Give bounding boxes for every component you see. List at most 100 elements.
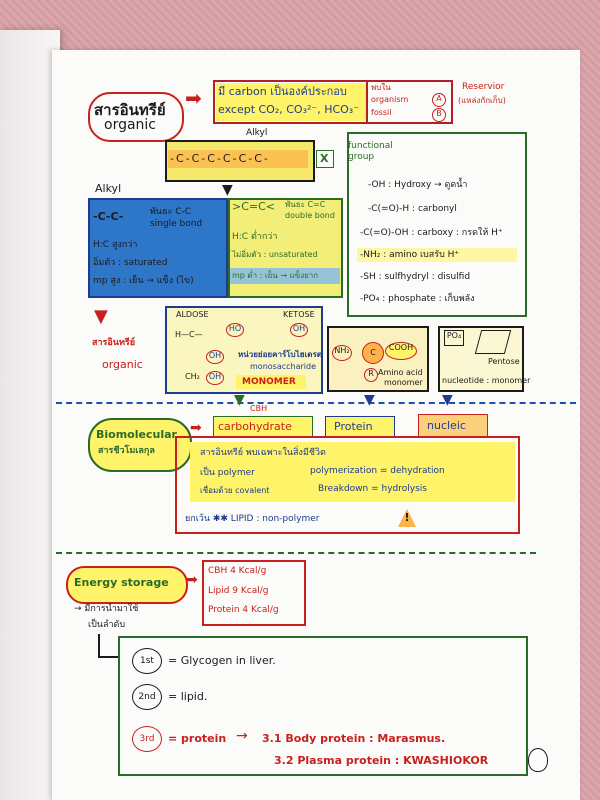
section-divider-2: [56, 552, 536, 554]
functional-group-title: functional group: [348, 141, 393, 162]
double-bond-ratio: H:C ต่ำกว่า: [232, 232, 278, 242]
double-bond-label1: พันธะ C=C: [285, 200, 326, 209]
nucleotide-label: nucleotide : monomer: [442, 376, 531, 385]
arrow-right-energy-icon: ➡: [186, 572, 198, 588]
organic-title-cloud: [88, 92, 184, 142]
source-label2: organism: [371, 95, 409, 104]
third-item: = protein: [168, 732, 227, 745]
double-bond-mp-highlight: [230, 268, 340, 284]
double-bond-unsaturated: ไม่อิ่มตัว : unsaturated: [232, 250, 318, 259]
nucleic-box: nucleic: [418, 414, 488, 438]
amino-label: Amino acid: [378, 368, 423, 377]
definition-line1: มี carbon เป็นองค์ประกอบ: [218, 85, 347, 98]
energy-lipid: Lipid 9 Kcal/g: [208, 586, 269, 596]
bio-line1: สารอินทรีย์ พบเฉพาะในสิ่งมีชีวิต: [200, 448, 326, 458]
energy-protein: Protein 4 Kcal/g: [208, 605, 279, 615]
arrow-down-nucleic-icon: ▼: [442, 392, 453, 408]
source-label1: พบใน: [371, 83, 391, 92]
protein-box: Protein: [325, 416, 395, 438]
pentose-ring-icon: [474, 330, 512, 354]
fg-item-4: -SH : sulfhydryl : disulfid: [360, 272, 471, 282]
section-divider-1: [56, 402, 576, 404]
monomer-highlight: [236, 375, 306, 389]
single-bond-box: [88, 198, 228, 298]
second-badge: 2nd: [132, 684, 162, 710]
arrow-right-bio-icon: ➡: [190, 420, 202, 436]
fg-item-5: -PO₄ : phosphate : เก็บพลัง: [360, 294, 475, 304]
marker-a: A: [432, 93, 446, 107]
first-item: = Glycogen in liver.: [168, 654, 276, 667]
down-arrow-icon: ▼: [222, 182, 233, 198]
bunny-doodle-icon: [528, 748, 548, 772]
energy-values-box: [202, 560, 306, 626]
arrow-down-carbohydrate-icon: ▼: [234, 392, 245, 408]
organic-title-en: organic: [104, 117, 157, 133]
bio-poly2: Breakdown = hydrolysis: [318, 484, 427, 494]
order-box: [118, 636, 528, 776]
bio-poly1: polymerization = dehydration: [310, 466, 445, 476]
single-bond-label1: พันธะ C-C: [150, 207, 192, 217]
arrow-right-third-icon: →: [236, 728, 248, 744]
cross-box: [316, 150, 334, 168]
amino-monomer: monomer: [384, 378, 423, 387]
organic-left-th: สารอินทรีย์: [92, 338, 135, 348]
cooh-circle: COOH: [385, 342, 417, 360]
definition-divider: [366, 82, 368, 122]
biomolecule-title-en: Biomolecular: [96, 428, 177, 441]
single-bond-label2: single bond: [150, 219, 203, 229]
reservoir-label: Reservior: [462, 82, 505, 92]
aldose-structure: H—C—: [175, 330, 203, 339]
first-badge: 1st: [132, 648, 162, 674]
third-badge: 3rd: [132, 726, 162, 752]
bio-line3: เชื่อมด้วย covalent: [200, 486, 270, 495]
double-bond-formula: >C=C<: [232, 200, 276, 213]
aldose-label: ALDOSE: [176, 310, 209, 319]
third-item-a: 3.1 Body protein : Marasmus.: [262, 732, 446, 745]
biomolecule-detail-box: [175, 436, 520, 534]
energy-note1: → มีการนำมาใช้: [74, 604, 139, 614]
biomolecule-detail-highlight: [190, 442, 515, 502]
pentose-label: Pentose: [488, 357, 520, 366]
organic-left-en: organic: [102, 358, 143, 371]
cbh-label: CBH: [250, 404, 268, 413]
energy-note2: เป็นลำดับ: [88, 620, 126, 630]
chain-highlight: [168, 150, 308, 168]
definition-line2: except CO₂, CO₃²⁻, HCO₃⁻: [218, 103, 360, 116]
bio-line2: เป็น polymer: [200, 468, 255, 478]
organic-title-th: สารอินทรีย์: [94, 101, 166, 119]
nucleotide-box: [438, 326, 524, 392]
source-label3: fossil: [371, 108, 392, 117]
fg-item-0: -OH : Hydroxy → ดูดน้ำ: [368, 180, 468, 190]
ho-circle: HO: [226, 323, 244, 337]
marker-b: B: [432, 108, 446, 122]
fg-item-2: -C(=O)-OH : carboxy : กรดให้ H⁺: [360, 228, 503, 238]
ketose-label: KETOSE: [283, 310, 315, 319]
amino-highlight: [357, 248, 517, 262]
single-bond-formula: -C-C-: [93, 210, 124, 223]
second-item: = lipid.: [168, 690, 208, 703]
single-bond-saturated: อิ่มตัว : saturated: [93, 258, 168, 268]
single-bond-mp: mp สูง : เย็น → แข็ง (ไข): [93, 276, 194, 286]
mono-note2: monosaccharide: [250, 362, 317, 371]
carbon-chain: -C-C-C-C-C-C-: [170, 152, 270, 165]
po4-box: PO₄: [444, 330, 464, 346]
mono-monomer: MONOMER: [242, 377, 296, 387]
cross-icon: X: [320, 152, 329, 165]
single-bond-ratio: H:C สูงกว่า: [93, 240, 138, 250]
r-circle: R: [364, 368, 378, 382]
oh-circle-top: OH: [290, 323, 308, 337]
fg-item-1: -C(=O)-H : carbonyl: [368, 204, 457, 214]
left-page-edge: [0, 30, 60, 800]
c-circle: C: [362, 342, 384, 364]
down-arrow-red-icon: ▼: [94, 306, 108, 327]
oh-circle-mid: OH: [206, 350, 224, 364]
double-bond-label2: double bond: [285, 211, 335, 220]
arrow-right-icon: ➡: [185, 86, 202, 110]
energy-title: Energy storage: [74, 576, 169, 589]
bracket-arrow: [98, 656, 120, 658]
third-item-b: 3.2 Plasma protein : KWASHIOKOR: [274, 754, 489, 767]
double-bond-mp: mp ต่ำ : เย็น → แข็งยาก: [232, 271, 319, 280]
ch2-label: CH₂: [185, 372, 200, 381]
fg-item-3: -NH₂ : amino เบสรับ H⁺: [360, 250, 460, 260]
reservoir-label-th: (แหล่งกักเก็บ): [458, 96, 506, 105]
